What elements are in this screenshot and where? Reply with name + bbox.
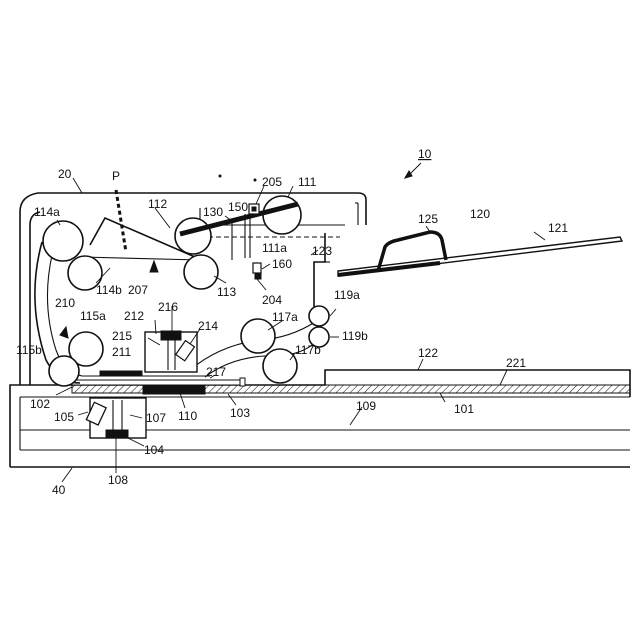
- guide-211: [100, 371, 142, 376]
- label-125: 125: [418, 212, 438, 226]
- label-103: 103: [230, 406, 250, 420]
- roller-115b: [49, 356, 79, 386]
- label-117b: 117b: [295, 343, 321, 357]
- label-210: 210: [55, 296, 75, 310]
- roller-111: [263, 196, 301, 234]
- sensor-216: [161, 331, 181, 340]
- label-111a: 111a: [262, 241, 287, 255]
- marker-207: [150, 261, 158, 272]
- label-216: 216: [158, 300, 178, 314]
- label-111: 111: [298, 175, 317, 189]
- label-122: 122: [418, 346, 438, 360]
- label-217: 217: [206, 365, 226, 379]
- label-114a: 114a: [34, 205, 60, 219]
- label-105: 105: [54, 410, 74, 424]
- roller-114a: [43, 221, 83, 261]
- label-119a: 119a: [334, 288, 360, 302]
- label-112: 112: [148, 197, 167, 211]
- label-101: 101: [454, 402, 474, 416]
- roller-117b: [263, 349, 297, 383]
- label-113: 113: [217, 285, 236, 299]
- feed-tray: [338, 232, 622, 276]
- label-107: 107: [146, 411, 166, 425]
- label-104: 104: [144, 443, 164, 457]
- label-102: 102: [30, 397, 50, 411]
- label-214: 214: [198, 319, 218, 333]
- roller-113: [184, 255, 218, 289]
- label-211: 211: [112, 345, 131, 359]
- label-221: 221: [506, 356, 526, 370]
- label-150: 150: [228, 200, 248, 214]
- label-117a: 117a: [272, 310, 298, 324]
- label-120: 120: [470, 207, 490, 221]
- label-P: P: [112, 169, 120, 183]
- label-207: 207: [128, 283, 148, 297]
- label-121: 121: [548, 221, 568, 235]
- label-114b: 114b: [96, 283, 122, 297]
- label-115b: 115b: [16, 343, 42, 357]
- label-108: 108: [108, 473, 128, 487]
- label-204: 204: [262, 293, 282, 307]
- marker-210: [60, 327, 68, 338]
- roller-112: [175, 218, 211, 254]
- figure-ref: 10: [405, 147, 432, 178]
- label-40: 40: [52, 483, 66, 497]
- label-115a: 115a: [80, 309, 106, 323]
- label-130: 130: [203, 205, 223, 219]
- label-20: 20: [58, 167, 72, 181]
- platen-glass: [72, 378, 630, 394]
- label-119b: 119b: [342, 329, 368, 343]
- label-212: 212: [124, 309, 144, 323]
- svg-text:10: 10: [418, 147, 432, 161]
- carriage: [86, 398, 146, 438]
- roller-119a: [309, 306, 329, 326]
- label-110: 110: [178, 409, 197, 423]
- label-109: 109: [356, 399, 376, 413]
- label-160: 160: [272, 257, 292, 271]
- roller-117a: [241, 319, 275, 353]
- label-123: 123: [312, 244, 332, 258]
- label-205: 205: [262, 175, 282, 189]
- label-215: 215: [112, 329, 132, 343]
